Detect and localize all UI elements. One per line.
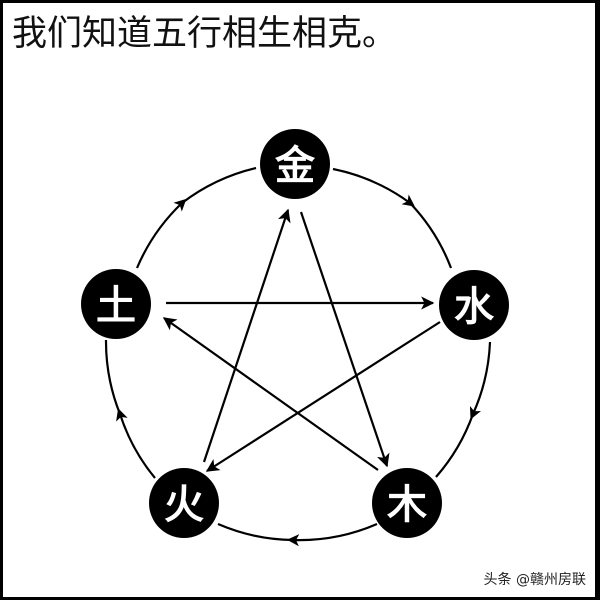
node-label-fire: 火 [164,481,204,528]
page-title: 我们知道五行相生相克。 [12,14,398,54]
overcoming-star [162,208,441,472]
line-wood-to-earth [162,317,379,471]
node-label-water: 水 [454,283,495,330]
arc-earth-to-metal [135,198,187,269]
line-metal-to-wood [299,211,390,468]
line-water-to-fire [205,321,441,472]
node-water: 水 [439,270,509,340]
node-fire: 火 [149,468,219,538]
arc-water-to-wood [469,341,492,420]
arc-metal-to-water [332,167,415,207]
arc-fire-to-earth [116,408,156,479]
arc-wood-to-fire [286,522,378,547]
watermark: 头条 @赣州房联 [483,572,586,588]
generating-cycle [104,166,492,547]
node-label-metal: 金 [274,142,316,189]
node-wood: 木 [372,468,442,538]
line-fire-to-metal [202,208,291,463]
node-label-earth: 土 [96,282,136,329]
node-metal: 金 [260,129,330,199]
node-label-wood: 木 [387,481,427,528]
node-earth: 土 [81,269,151,339]
